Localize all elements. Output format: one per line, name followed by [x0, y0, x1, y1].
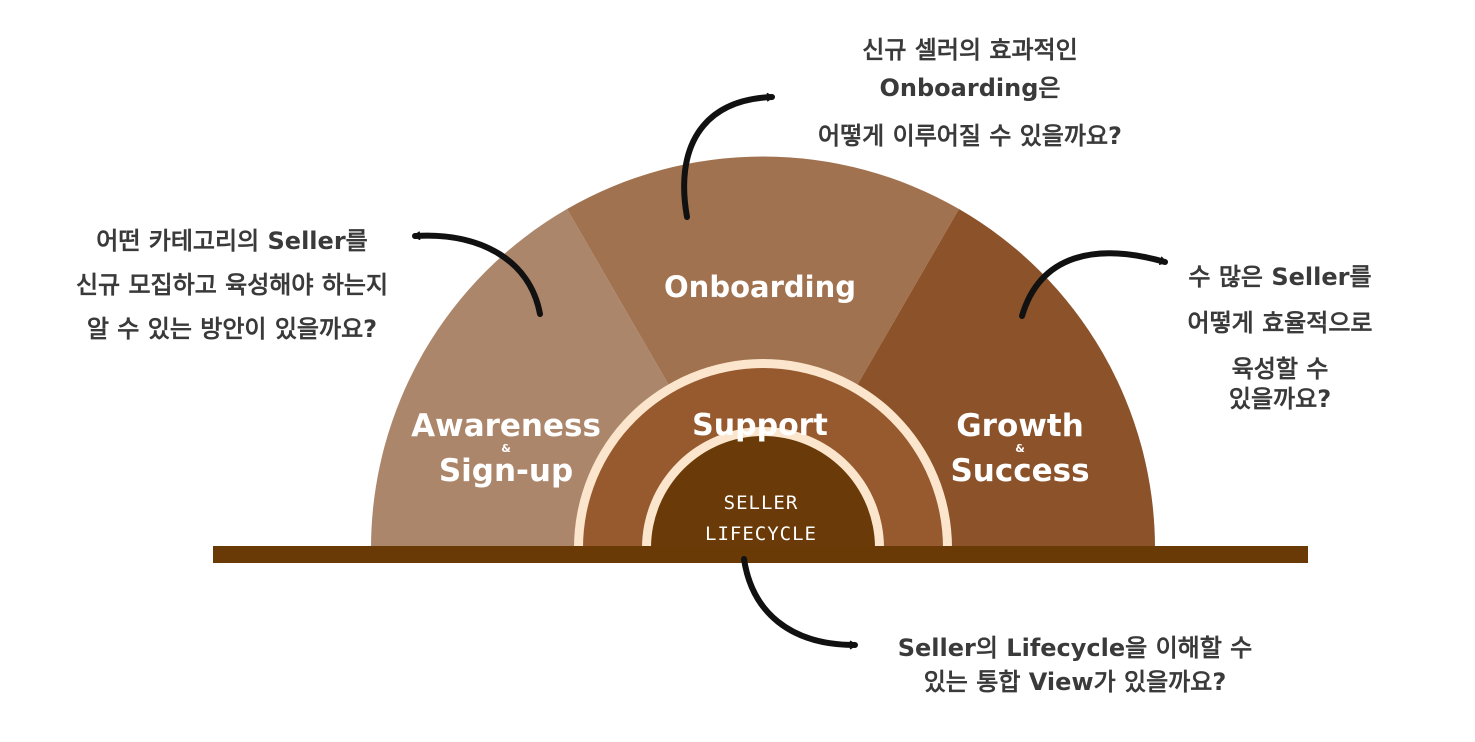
arrow-awareness — [412, 231, 543, 317]
question-lifecycle-line1: Seller의 Lifecycle을 이해할 수 — [897, 634, 1253, 662]
question-growth-line1: 수 많은 Seller를 — [1188, 263, 1372, 291]
question-awareness-line1: 어떤 카테고리의 Seller를 — [96, 227, 368, 255]
core-circle — [651, 436, 875, 548]
growth-ampersand: & — [1015, 442, 1025, 455]
awareness-ampersand: & — [501, 442, 511, 455]
growth-title: Growth — [956, 408, 1084, 444]
arrow-lifecycle — [741, 556, 858, 650]
awareness-subtitle: Sign-up — [439, 453, 573, 489]
arrow-onboarding — [681, 92, 775, 220]
question-onboarding-line3: 어떻게 이루어질 수 있을까요? — [818, 122, 1122, 150]
question-growth: 수 많은 Seller를 어떻게 효율적으로 육성할 수 있을까요? — [1140, 265, 1420, 411]
question-onboarding-line2: Onboarding은 — [879, 74, 1061, 102]
core-title-line1: SELLER — [724, 492, 799, 514]
question-growth-line4: 있을까요? — [1228, 385, 1332, 413]
awareness-title: Awareness — [411, 408, 601, 444]
question-awareness-line3: 알 수 있는 방안이 있을까요? — [86, 315, 378, 343]
question-onboarding-line1: 신규 셀러의 효과적인 — [862, 36, 1078, 64]
segment-onboarding — [567, 156, 959, 548]
question-lifecycle: Seller의 Lifecycle을 이해할 수 있는 통합 View가 있을까… — [865, 636, 1285, 694]
growth-subtitle: Success — [950, 453, 1089, 489]
core-title-line2: LIFECYCLE — [705, 523, 817, 545]
question-lifecycle-line2: 있는 통합 View가 있을까요? — [923, 668, 1227, 696]
base-bar — [213, 546, 1308, 563]
question-growth-line2: 어떻게 효율적으로 — [1187, 309, 1373, 337]
question-growth-line3: 육성할 수 — [1231, 355, 1329, 383]
question-awareness: 어떤 카테고리의 Seller를 신규 모집하고 육성해야 하는지 알 수 있는… — [22, 229, 442, 341]
support-title: Support — [692, 408, 828, 443]
onboarding-title: Onboarding — [664, 270, 856, 304]
question-onboarding: 신규 셀러의 효과적인 Onboarding은 어떻게 이루어질 수 있을까요? — [760, 38, 1180, 148]
question-awareness-line2: 신규 모집하고 육성해야 하는지 — [75, 271, 389, 299]
arrow-growth — [1019, 250, 1168, 319]
